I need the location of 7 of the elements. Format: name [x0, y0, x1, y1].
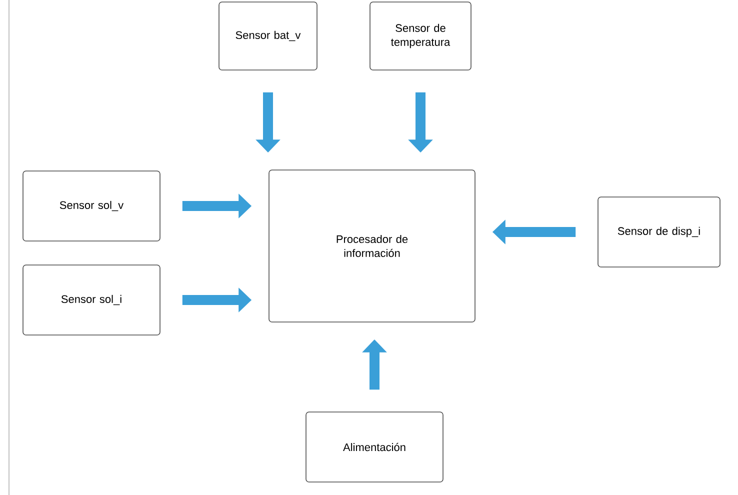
sensor-box: Sensor bat_v — [218, 2, 318, 70]
sensor-box: Sensor sol_i — [22, 264, 160, 336]
sensor-box: Alimentación — [306, 412, 444, 482]
sensor-box: Sensor sol_v — [22, 170, 160, 242]
processor-box: Procesador de información — [268, 170, 476, 322]
sensor-box: Sensor de disp_i — [598, 196, 720, 268]
sensor-box: Sensor de temperatura — [370, 2, 472, 70]
